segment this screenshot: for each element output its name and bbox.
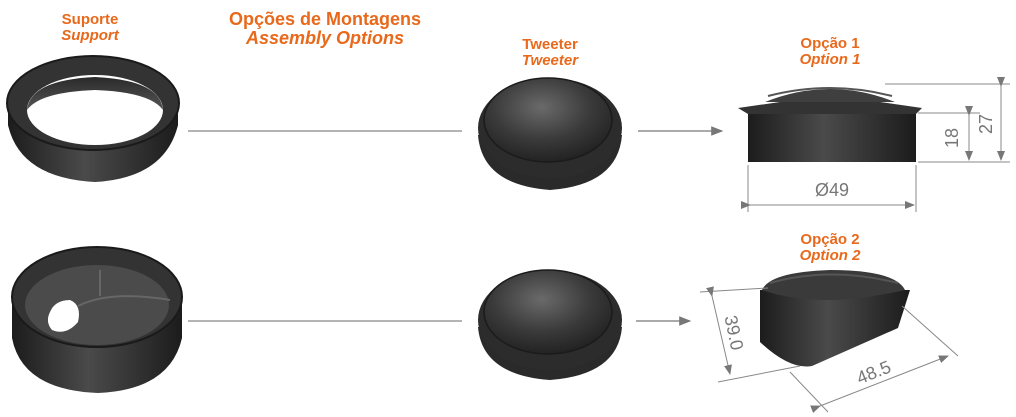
support-ring-bottom	[11, 246, 183, 393]
assembly-options-pt: Opções de Montagens	[228, 9, 422, 29]
option1-label-en: Option 1	[799, 50, 861, 68]
option2-height-label: 39.0	[720, 314, 747, 352]
tweeter-bottom	[478, 269, 622, 380]
option2-label-en: Option 2	[799, 246, 861, 264]
option2-label: Opção 2 Option 2	[770, 232, 890, 264]
option2-assembly	[760, 270, 910, 367]
option2-label-pt: Opção 2	[800, 231, 860, 248]
option2-width-label: 48.5	[854, 357, 894, 389]
option1-total-height-label: 27	[976, 114, 996, 134]
support-label-en: Support	[61, 26, 119, 44]
option1-diameter-label: Ø49	[815, 180, 849, 200]
support-ring-top	[6, 55, 180, 182]
tweeter-label-en: Tweeter	[521, 51, 579, 69]
tweeter-label: Tweeter Tweeter	[490, 37, 610, 69]
assembly-options-en: Assembly Options	[245, 27, 405, 48]
option1-label-pt: Opção 1	[800, 35, 860, 52]
option1-inner-height-label: 18	[942, 128, 962, 148]
assembly-options-title: Opções de Montagens Assembly Options	[190, 10, 460, 48]
tweeter-label-pt: Tweeter	[522, 36, 578, 53]
tweeter-top	[478, 77, 622, 190]
option1-dimensions	[741, 77, 1010, 212]
option1-label: Opção 1 Option 1	[770, 36, 890, 68]
support-label-pt: Suporte	[61, 11, 119, 28]
option2-dimensions	[699, 286, 959, 414]
option1-assembly	[738, 87, 922, 162]
support-label: Suporte Support	[30, 12, 150, 44]
